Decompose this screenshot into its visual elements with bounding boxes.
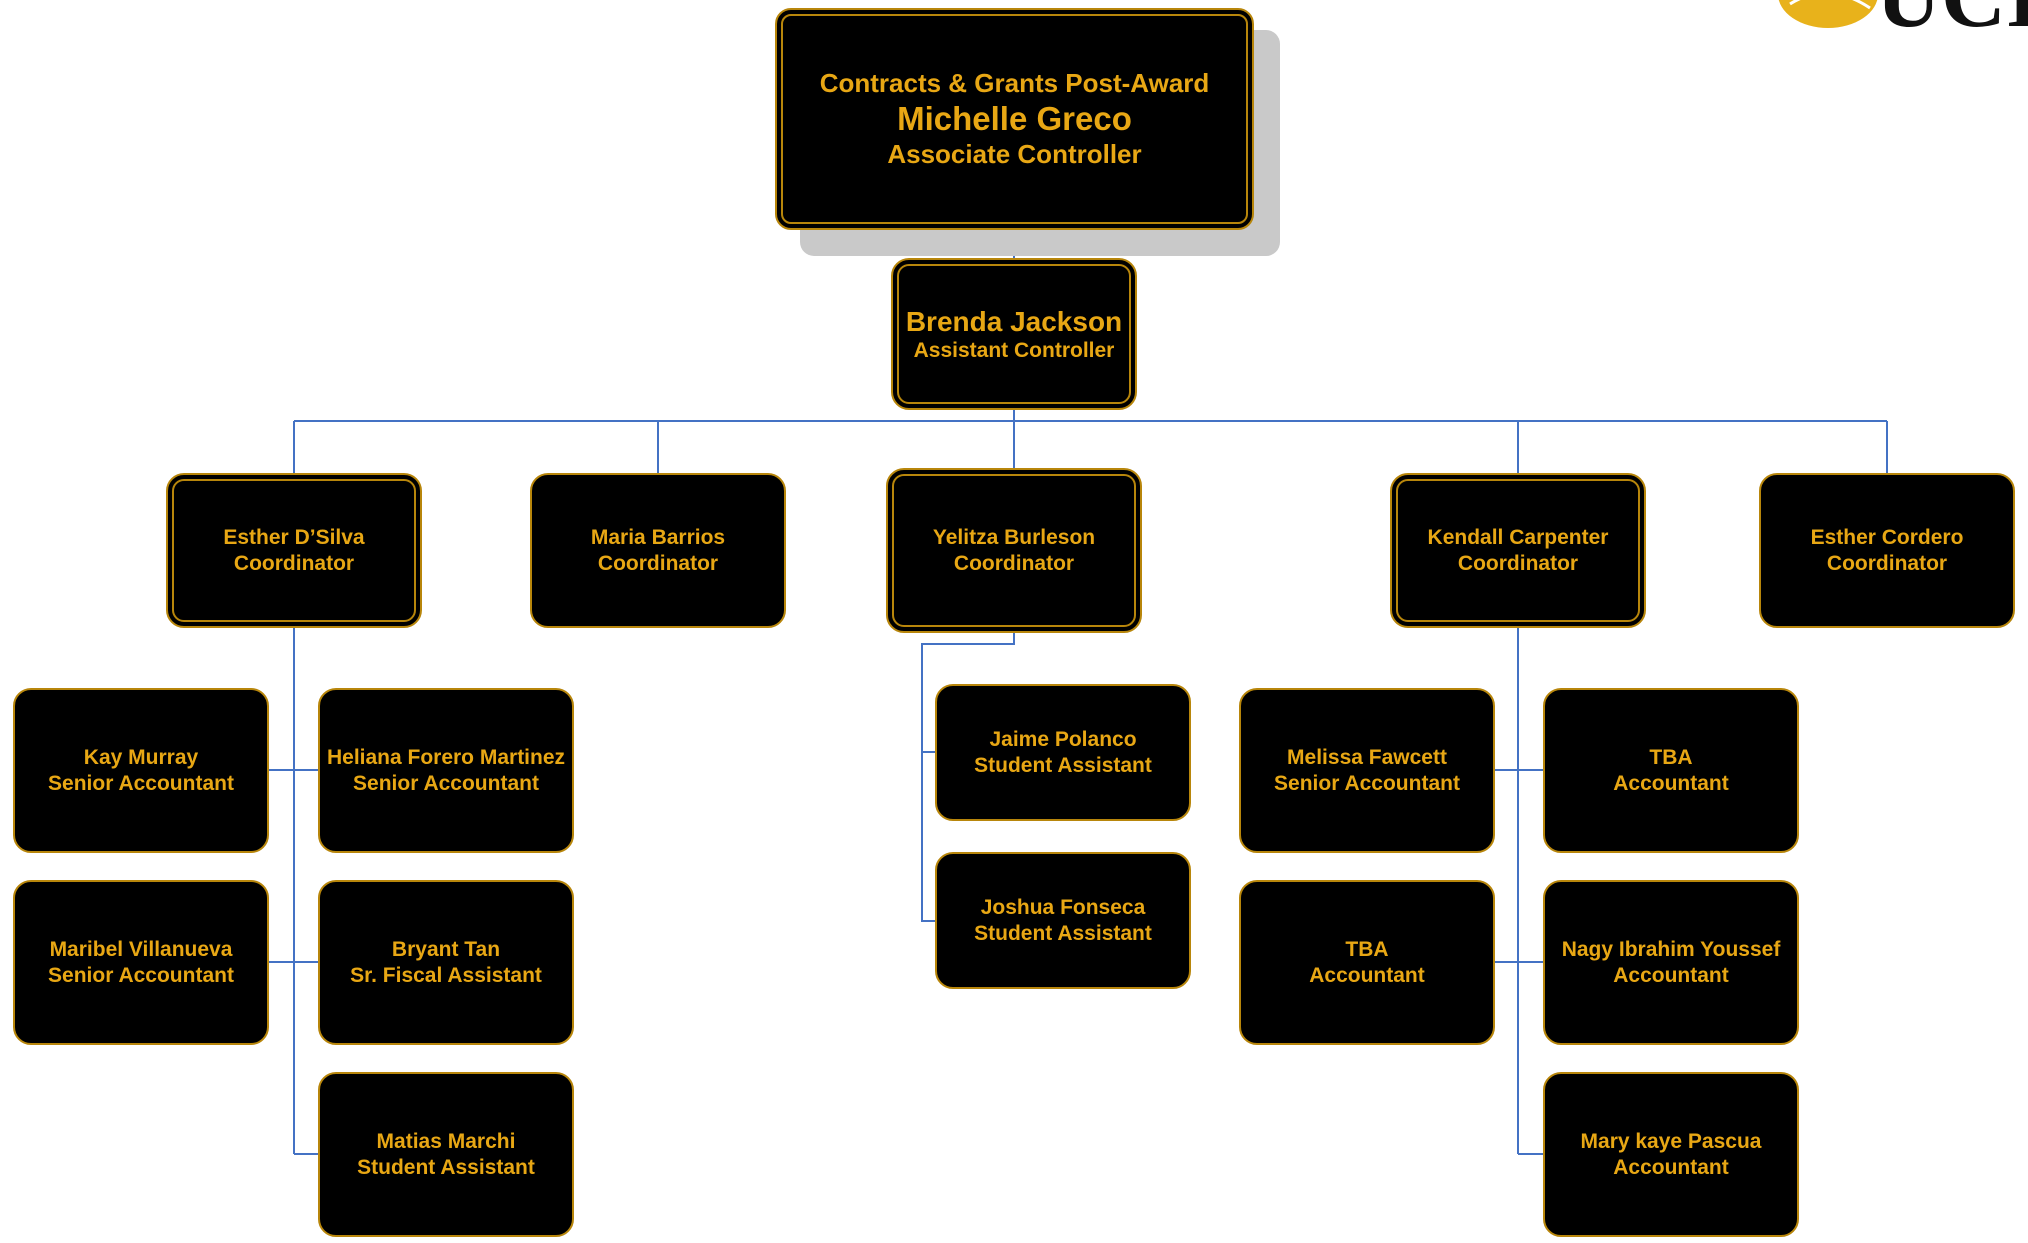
- person-name: Matias Marchi: [376, 1130, 516, 1154]
- department-name: Contracts & Grants Post-Award: [819, 68, 1210, 99]
- person-name: Maria Barrios: [590, 526, 726, 550]
- staff-box: Kay Murray Senior Accountant: [13, 688, 269, 853]
- staff-box: Jaime Polanco Student Assistant: [935, 684, 1191, 821]
- person-title: Coordinator: [953, 551, 1075, 575]
- person-name: TBA: [1345, 938, 1389, 962]
- staff-box: Nagy Ibrahim Youssef Accountant: [1543, 880, 1799, 1045]
- staff-box: TBA Accountant: [1239, 880, 1495, 1045]
- person-title: Coordinator: [1826, 551, 1948, 575]
- person-name: Nagy Ibrahim Youssef: [1561, 938, 1781, 962]
- connector-burleson-spine: [921, 633, 1015, 922]
- staff-box: Joshua Fonseca Student Assistant: [935, 852, 1191, 989]
- person-name: Jaime Polanco: [989, 728, 1137, 752]
- person-title: Student Assistant: [357, 1155, 535, 1179]
- person-title: Senior Accountant: [353, 771, 539, 795]
- person-title: Assistant Controller: [913, 339, 1115, 363]
- uci-logo: UCI: [1778, 0, 2028, 32]
- person-title: Student Assistant: [974, 921, 1152, 945]
- uci-logo-text: UCI: [1876, 0, 2028, 32]
- person-title: Student Assistant: [974, 753, 1152, 777]
- person-title: Senior Accountant: [48, 771, 234, 795]
- person-title: Accountant: [1613, 1155, 1729, 1179]
- coordinator-box: Maria Barrios Coordinator: [530, 473, 786, 628]
- person-title: Associate Controller: [887, 138, 1142, 169]
- person-name: Yelitza Burleson: [932, 526, 1096, 550]
- person-name: Mary kaye Pascua: [1580, 1130, 1762, 1154]
- person-name: Michelle Greco: [897, 100, 1132, 138]
- staff-box: Mary kaye Pascua Accountant: [1543, 1072, 1799, 1237]
- person-name: Melissa Fawcett: [1287, 746, 1447, 770]
- person-title: Senior Accountant: [1274, 771, 1460, 795]
- person-title: Accountant: [1613, 771, 1729, 795]
- person-name: Kendall Carpenter: [1427, 526, 1609, 550]
- coordinator-box: Kendall Carpenter Coordinator: [1390, 473, 1646, 628]
- person-title: Accountant: [1613, 963, 1729, 987]
- person-title: Coordinator: [1457, 551, 1579, 575]
- person-title: Accountant: [1309, 963, 1425, 987]
- coordinator-box: Yelitza Burleson Coordinator: [886, 468, 1142, 633]
- staff-box: Bryant Tan Sr. Fiscal Assistant: [318, 880, 574, 1045]
- person-name: Esther D’Silva: [223, 526, 365, 550]
- person-name: Heliana Forero Martinez: [326, 746, 566, 770]
- person-name: Bryant Tan: [391, 938, 501, 962]
- person-title: Coordinator: [233, 551, 355, 575]
- person-name: TBA: [1649, 746, 1693, 770]
- person-name: Brenda Jackson: [905, 305, 1123, 337]
- staff-box: Maribel Villanueva Senior Accountant: [13, 880, 269, 1045]
- person-title: Coordinator: [597, 551, 719, 575]
- person-title: Senior Accountant: [48, 963, 234, 987]
- head-box: Contracts & Grants Post-Award Michelle G…: [775, 8, 1254, 230]
- person-title: Sr. Fiscal Assistant: [350, 963, 542, 987]
- coordinator-box: Esther Cordero Coordinator: [1759, 473, 2015, 628]
- anteater-icon: [1778, 0, 1878, 28]
- person-name: Esther Cordero: [1810, 526, 1964, 550]
- staff-box: TBA Accountant: [1543, 688, 1799, 853]
- assistant-box: Brenda Jackson Assistant Controller: [891, 258, 1137, 410]
- person-name: Joshua Fonseca: [980, 896, 1146, 920]
- staff-box: Matias Marchi Student Assistant: [318, 1072, 574, 1237]
- staff-box: Melissa Fawcett Senior Accountant: [1239, 688, 1495, 853]
- coordinator-box: Esther D’Silva Coordinator: [166, 473, 422, 628]
- person-name: Maribel Villanueva: [49, 938, 233, 962]
- person-name: Kay Murray: [83, 746, 199, 770]
- staff-box: Heliana Forero Martinez Senior Accountan…: [318, 688, 574, 853]
